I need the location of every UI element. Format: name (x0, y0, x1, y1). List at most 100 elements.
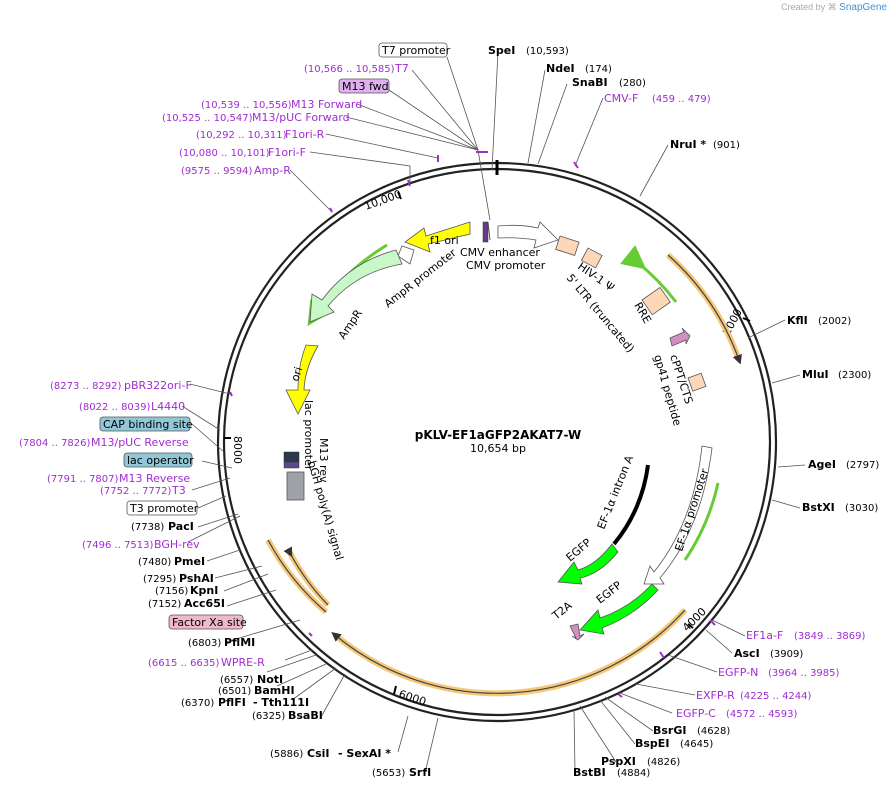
orf-highlight-left-inner-line (283, 546, 329, 606)
enzyme-mlui[interactable]: MluI (2300) (802, 368, 871, 381)
tick-label: 10,000 (363, 187, 404, 212)
enzyme-pos: (7295) (143, 574, 176, 585)
primer-range: (7804 .. 7826) (19, 438, 91, 449)
feature-label: AmpR (336, 307, 365, 342)
enzyme-pos: (7738) (131, 522, 164, 533)
primer-cmv-f[interactable]: CMV-F (459 .. 479) (604, 92, 711, 105)
feature-egfp-1[interactable]: EGFP (557, 536, 619, 585)
primer-t7[interactable]: (10,566 .. 10,585) T7 (304, 62, 409, 75)
enzyme-name: PmeI (174, 555, 205, 568)
plasmid-name: pKLV-EF1aGFP2AKAT7-W (415, 428, 581, 442)
enzyme-bsrgi[interactable]: BsrGI (4628) (653, 724, 730, 737)
feature-ef1a-intron[interactable] (612, 464, 650, 546)
primer-exfp-r[interactable]: EXFP-R (4225 .. 4244) (696, 689, 812, 702)
primer-egfp-n[interactable]: EGFP-N (3964 .. 3985) (718, 666, 840, 679)
primer-name: EGFP-N (718, 666, 758, 679)
enzyme-name: PshAI (179, 572, 214, 585)
enzyme-nrui[interactable]: NruI * (901) (670, 138, 740, 151)
enzyme-asci[interactable]: AscI (3909) (734, 647, 803, 660)
primer-t3[interactable]: (7752 .. 7772) T3 (100, 484, 186, 497)
enzyme-pos: (6803) (188, 638, 221, 649)
orf-highlight-top-right (666, 252, 742, 362)
feature-lac-promoter-box[interactable] (283, 451, 300, 463)
primer-l4440[interactable]: (8022 .. 8039) L4440 (79, 400, 185, 413)
enzyme-pshai[interactable]: (7295) PshAI (143, 572, 214, 585)
feature-t2a[interactable]: T2A (549, 599, 585, 641)
enzyme-csii-sexai[interactable]: (5886) CsiI - SexAI * (270, 747, 391, 760)
box-cap-binding-site[interactable]: CAP binding site (99, 416, 193, 432)
feature-cmv-enhancer[interactable]: CMV enhancer CMV promoter (460, 221, 559, 272)
enzyme-acc65i[interactable]: (7152) Acc65I (148, 597, 225, 610)
feature-lac-operator-box[interactable] (283, 461, 300, 469)
primer-amp-r[interactable]: (9575 .. 9594) Amp-R (181, 164, 291, 177)
primer-f1ori-r[interactable]: (10,292 .. 10,311) F1ori-R (196, 128, 325, 141)
enzyme-name: BamHI (254, 684, 295, 697)
primer-egfp-c[interactable]: EGFP-C (4572 .. 4593) (676, 707, 798, 720)
feature-hiv-psi[interactable] (555, 235, 580, 256)
box-label: M13 fwd (342, 80, 389, 93)
feature-cppt[interactable] (687, 372, 707, 392)
feature-bgh-polya[interactable] (286, 471, 305, 501)
enzyme-pflfi-tth111i[interactable]: (6370) PflFI - Tth111I (181, 696, 309, 709)
primer-m13-forward[interactable]: (10,539 .. 10,556) M13 Forward (201, 98, 362, 111)
tick-label: 8000 (231, 436, 244, 464)
enzyme-pos: (4645) (680, 739, 713, 750)
enzyme-kfli[interactable]: KflI (2002) (787, 314, 851, 327)
enzyme-snabi[interactable]: SnaBI (280) (572, 76, 646, 89)
enzyme-pos: (3030) (845, 503, 878, 514)
primer-pbr322ori-f[interactable]: (8273 .. 8292) pBR322ori-F (50, 379, 192, 392)
primer-wpre-r[interactable]: (6615 .. 6635) WPRE-R (148, 656, 265, 669)
primer-name: T7 (394, 62, 409, 75)
feature-rre[interactable] (641, 286, 671, 316)
enzyme-bsabi[interactable]: (6325) BsaBI (252, 709, 323, 722)
box-t3-promoter[interactable]: T3 promoter (126, 500, 199, 516)
enzyme-srfi[interactable]: (5653) SrfI (372, 766, 431, 779)
enzyme-kpni[interactable]: (7156) KpnI (155, 584, 218, 597)
enzyme-noti[interactable]: (6557) NotI (220, 673, 283, 686)
box-label: lac operator (127, 454, 194, 467)
enzyme-name: SnaBI (572, 76, 608, 89)
box-t7-promoter[interactable]: T7 promoter (378, 42, 451, 58)
enzyme-bstxi[interactable]: BstXI (3030) (802, 501, 878, 514)
feature-egfp-2[interactable]: EGFP (579, 578, 659, 635)
enzyme-pos: (2300) (838, 370, 871, 381)
enzyme-agei[interactable]: AgeI (2797) (808, 458, 879, 471)
enzyme-pflmi[interactable]: (6803) PflMI (188, 636, 255, 649)
primer-m13-reverse[interactable]: (7791 .. 7807) M13 Reverse (47, 472, 190, 485)
enzyme-bspei[interactable]: BspEI (4645) (635, 737, 713, 750)
enzyme-bstbi[interactable]: BstBI (4884) (573, 766, 650, 779)
primer-bgh-rev[interactable]: (7496 .. 7513) BGH-rev (82, 538, 200, 551)
enzyme-spei[interactable]: SpeI (10,593) (488, 44, 569, 57)
tick-10000: 10,000 (363, 187, 404, 212)
primer-name: BGH-rev (154, 538, 200, 551)
feature-ef1a-promoter[interactable]: EF-1α promoter (643, 445, 713, 585)
primer-range: (8022 .. 8039) (79, 402, 151, 413)
primer-range: (8273 .. 8292) (50, 381, 122, 392)
enzyme-paci[interactable]: (7738) PacI (131, 520, 194, 533)
feature-gp41-peptide[interactable] (669, 327, 691, 347)
primer-sites (229, 151, 716, 698)
enzyme-bamhi[interactable]: (6501) BamHI (218, 684, 295, 697)
primer-range: (10,080 .. 10,101) (179, 148, 270, 159)
primer-m13-puc-forward[interactable]: (10,525 .. 10,547) M13/pUC Forward (162, 111, 350, 124)
enzyme-ndei[interactable]: NdeI (174) (546, 62, 612, 75)
primer-name: L4440 (151, 400, 185, 413)
primer-f1ori-f[interactable]: (10,080 .. 10,101) F1ori-F (179, 146, 306, 159)
feature-f1-ori[interactable]: f1 ori (404, 221, 471, 253)
enzyme-name: CsiI (307, 747, 329, 760)
feature-ori[interactable]: ori (285, 344, 319, 415)
primer-ef1a-f[interactable]: EF1a-F (3849 .. 3869) (746, 629, 866, 642)
box-m13-fwd[interactable]: M13 fwd (338, 78, 390, 94)
enzyme-pspxi[interactable]: PspXI (4826) (601, 755, 680, 768)
primer-name: F1ori-F (268, 146, 306, 159)
feature-tick (487, 221, 491, 241)
enzyme-pmei[interactable]: (7480) PmeI (138, 555, 205, 568)
primer-m13-puc-reverse[interactable]: (7804 .. 7826) M13/pUC Reverse (19, 436, 189, 449)
feature-5ltr[interactable] (580, 247, 603, 269)
enzyme-name: BstXI (802, 501, 835, 514)
box-factor-xa-site[interactable]: Factor Xa site (168, 614, 247, 630)
enzyme-pos: (7152) (148, 599, 181, 610)
primer-range: (3964 .. 3985) (768, 668, 840, 679)
box-lac-operator[interactable]: lac operator (123, 452, 194, 468)
